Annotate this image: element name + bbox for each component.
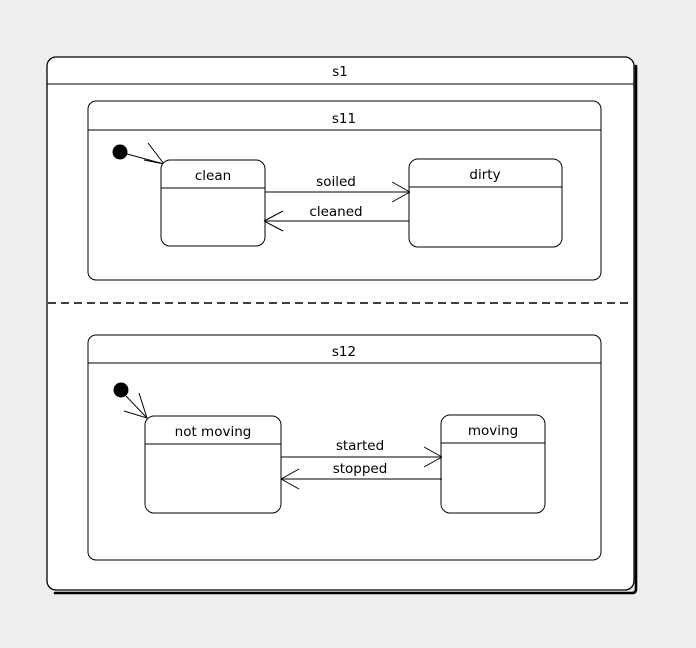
state-clean-border[interactable] bbox=[160, 159, 266, 247]
region-s12-border[interactable] bbox=[87, 334, 602, 561]
transition-soiled-label: soiled bbox=[316, 174, 356, 190]
state-not-moving-fill bbox=[145, 416, 281, 513]
initial-state-s12-dot[interactable] bbox=[113, 382, 129, 398]
transition-soiled-arrowhead bbox=[391, 181, 411, 203]
state-moving-border[interactable] bbox=[440, 414, 546, 514]
transition-cleaned-arrowhead bbox=[263, 210, 284, 232]
region-s11-label: s11 bbox=[332, 111, 356, 127]
transition-stopped-label: stopped bbox=[333, 461, 388, 477]
transition-stopped-arrowhead bbox=[280, 468, 300, 490]
region-s11-border[interactable] bbox=[87, 100, 602, 281]
transition-started-arrowhead bbox=[423, 446, 443, 468]
region-s12-label: s12 bbox=[332, 344, 356, 360]
outer-state-label: s1 bbox=[332, 64, 348, 80]
state-moving-fill bbox=[441, 415, 545, 513]
outer-state-border[interactable] bbox=[46, 56, 635, 591]
initial-transition-s12-arrowhead bbox=[123, 392, 148, 419]
initial-transition-s11-arrowhead bbox=[143, 142, 165, 165]
transition-started-label: started bbox=[336, 438, 384, 454]
state-dirty-label: dirty bbox=[469, 167, 500, 183]
state-clean-label: clean bbox=[195, 168, 231, 184]
state-clean-fill bbox=[161, 160, 265, 246]
state-dirty-border[interactable] bbox=[408, 158, 563, 248]
outer-state-shadow bbox=[53, 64, 638, 595]
initial-transition-s12-line bbox=[125, 395, 148, 419]
state-not-moving-label: not moving bbox=[175, 424, 252, 440]
state-dirty-fill bbox=[409, 159, 562, 247]
initial-state-s11-dot[interactable] bbox=[112, 144, 128, 160]
transition-cleaned-label: cleaned bbox=[309, 204, 362, 220]
state-moving-label: moving bbox=[468, 423, 518, 439]
state-not-moving-border[interactable] bbox=[144, 415, 282, 514]
